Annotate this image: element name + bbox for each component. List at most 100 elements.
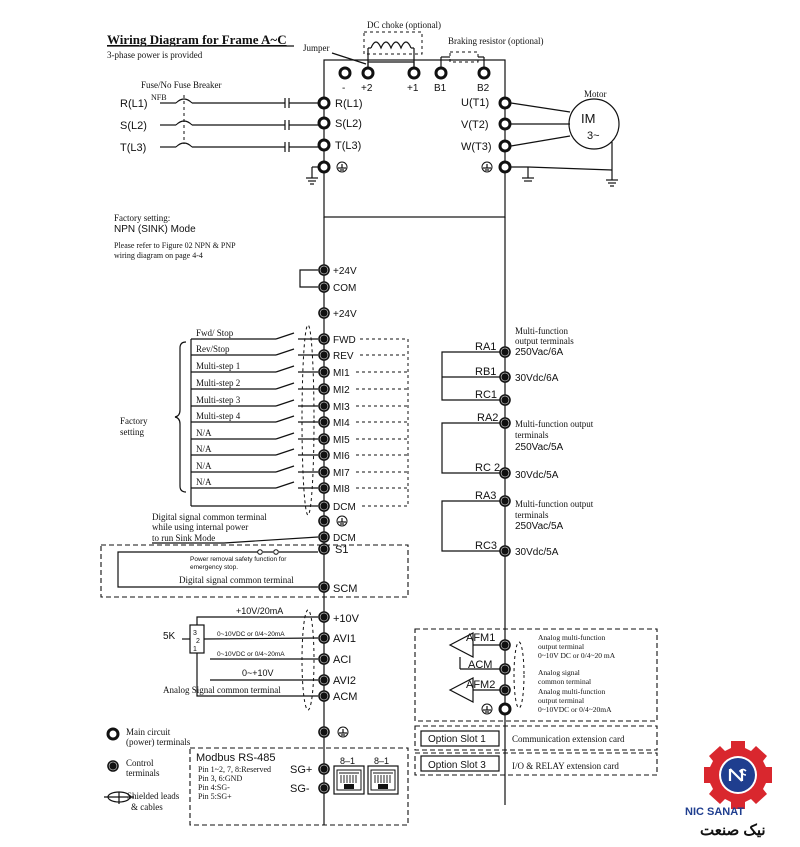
terminal-v [498,117,512,131]
input-switches: Factory setting Fwd/ Stop Rev/Stop Multi… [120,324,318,516]
relay3-ac: 250Vac/5A [515,521,564,532]
relay1-desc-2: output terminals [515,336,574,346]
input-s-label: S(L2) [120,120,147,132]
motor-im: IM [581,111,595,126]
terminal-neg [338,66,352,80]
digital-common-line2: while using internal power [152,522,248,532]
output-w-label: W(T3) [461,141,492,153]
label-plus2: +2 [361,83,373,94]
relay2-desc-1: Multi-function output [515,419,594,429]
acm-desc-2: common terminal [538,677,591,686]
relay1-ac: 250Vac/6A [515,347,564,358]
svg-text:1: 1 [193,646,197,653]
option-slot-3-desc: I/O & RELAY extension card [512,761,619,771]
relay3-desc-1: Multi-function output [515,499,594,509]
modbus-pin-2: Pin 3, 6:GND [198,774,242,783]
analog-common-label: Analog Signal common terminal [163,685,281,695]
modbus-pin-4: Pin 5:SG+ [198,792,232,801]
label-plus1: +1 [407,83,419,94]
term-mi4: MI4 [333,418,350,429]
power-input-t: T(L3) T(L3) [120,138,361,154]
term-s1: S1 [335,544,348,556]
switch-label-na4: N/A [196,477,212,487]
modbus-box [189,747,409,826]
factory-setting-line1: Factory setting: [114,213,170,223]
term-sg-minus: SG- [290,783,310,795]
option-slot-1 [420,730,500,747]
relay-rb1: RB1 [475,366,496,378]
relay1-desc-1: Multi-function [515,326,568,336]
afm2-desc-1: Analog multi-function [538,687,606,696]
svg-text:8–1: 8–1 [374,756,389,766]
term-rev: REV [333,351,354,362]
relay2-dc: 30Vdc/5A [515,470,559,481]
nfb-label: NFB [151,93,167,102]
modbus-title: Modbus RS-485 [196,752,276,764]
safety-note-2: emergency stop. [190,564,238,571]
rj45-port-1: 8–1 [333,756,365,795]
terminal-b1 [434,66,448,80]
label-b2: B2 [477,83,490,94]
terminal-s [317,116,331,130]
factory-setting-label-2: setting [120,427,144,437]
dc-choke: DC choke (optional) [363,20,441,68]
terminal-r [317,96,331,110]
analog-inputs: +10V/20mA +10V AVI1 ACI AVI2 ACM 5K 3 2 … [163,606,360,711]
legend-control-1: Control [126,758,154,768]
terminal-plus2 [361,66,375,80]
ground-terminal-left [306,160,348,185]
terminal-u [498,96,512,110]
modbus-pin-1: Pin 1~2, 7, 8:Reserved [198,765,271,774]
term-24v-2: +24V [333,309,357,320]
term-mi2: MI2 [333,385,350,396]
term-mi8: MI8 [333,484,350,495]
relay-outputs: RA1 RB1 RC1 Multi-function output termin… [441,326,594,558]
term-p10v: +10V [333,613,360,625]
factory-note-2: wiring diagram on page 4-4 [114,251,203,260]
label-neg: - [342,83,345,94]
jumper-arrow [331,52,367,65]
motor-label: Motor [584,89,607,99]
logo-brand-text: NIC SANAT [685,806,744,818]
option-slot-1-desc: Communication extension card [512,734,625,744]
input-r-label: R(L1) [120,98,148,110]
legend: Main circuit (power) terminals Control t… [104,727,191,812]
inductor-coil [370,41,412,50]
option-slot-3-label: Option Slot 3 [428,760,486,771]
term-mi1: MI1 [333,368,350,379]
relay3-dc: 30Vdc/5A [515,547,559,558]
legend-main-2: (power) terminals [126,737,191,747]
drive-r-label: R(L1) [335,98,363,110]
dc-choke-box [363,31,423,55]
switch-label-na3: N/A [196,461,212,471]
switch-label-ms4: Multi-step 4 [196,411,241,421]
afm2-label: AFM2 [466,679,495,691]
motor-phase: 3~ [587,130,600,142]
terminal-plus1 [407,66,421,80]
legend-shield-1: Shielded leads [127,791,180,801]
switch-label-ms1: Multi-step 1 [196,361,240,371]
factory-setting-label: Factory [120,416,148,426]
logo-farsi-text: نیک صنعت [700,822,766,839]
safety-common-label: Digital signal common terminal [179,575,294,585]
terminal-b2 [477,66,491,80]
safety-note-1: Power removal safety function for [190,556,287,563]
output-u-label: U(T1) [461,97,489,109]
option-slot-1-label: Option Slot 1 [428,734,486,745]
dc-choke-label: DC choke (optional) [367,20,441,30]
terminal-w [498,139,512,153]
switch-label-fwd: Fwd/ Stop [196,328,234,338]
switch-label-na1: N/A [196,428,212,438]
term-mi5: MI5 [333,435,350,446]
jumper-link [367,61,415,68]
legend-main-circuit-icon [106,727,120,741]
avi2-range: 0~+10V [242,668,274,678]
factory-setting-line2: NPN (SINK) Mode [114,224,196,235]
shield-lead-analog [301,609,315,711]
term-avi2: AVI2 [333,675,356,687]
afm-output-box [414,628,658,722]
power-outputs: U(T1) V(T2) W(T3) [461,96,571,153]
braking-resistor: Braking resistor (optional) [440,36,543,68]
